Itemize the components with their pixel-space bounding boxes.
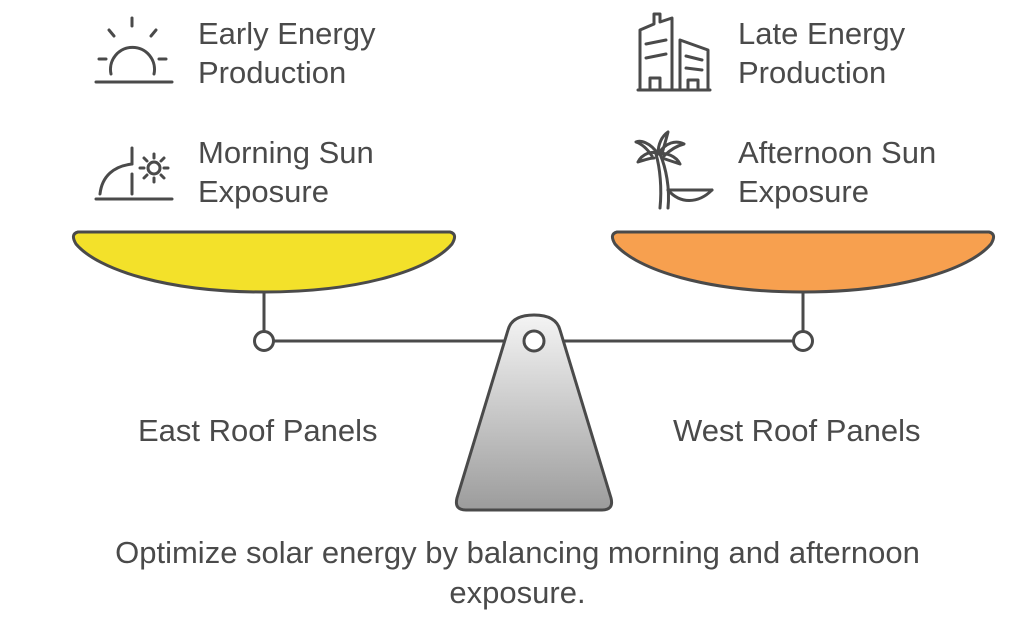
center-pivot <box>522 329 546 353</box>
late-energy-label: Late Energy Production <box>738 14 905 92</box>
caption-line2: exposure. <box>449 575 586 610</box>
left-pan <box>71 230 457 294</box>
fulcrum <box>454 313 614 512</box>
morning-sun-icon <box>94 146 174 201</box>
early-energy-line1: Early Energy <box>198 16 376 51</box>
east-roof-panels-label: East Roof Panels <box>138 413 378 448</box>
city-buildings-icon <box>636 12 712 92</box>
afternoon-sun-line1: Afternoon Sun <box>738 135 937 170</box>
palm-hammock-icon <box>634 130 714 210</box>
morning-sun-line2: Exposure <box>198 174 329 209</box>
morning-sun-line1: Morning Sun <box>198 135 374 170</box>
late-energy-line1: Late Energy <box>738 16 906 51</box>
left-pivot <box>253 330 275 352</box>
right-pan <box>610 230 996 294</box>
late-energy-line2: Production <box>738 55 887 90</box>
sunrise-icon <box>94 16 174 84</box>
caption-line1: Optimize solar energy by balancing morni… <box>115 535 920 570</box>
afternoon-sun-label: Afternoon Sun Exposure <box>738 133 936 211</box>
morning-sun-label: Morning Sun Exposure <box>198 133 374 211</box>
caption: Optimize solar energy by balancing morni… <box>0 533 1035 613</box>
early-energy-label: Early Energy Production <box>198 14 375 92</box>
right-pivot <box>792 330 814 352</box>
afternoon-sun-line2: Exposure <box>738 174 869 209</box>
early-energy-line2: Production <box>198 55 347 90</box>
west-roof-panels-label: West Roof Panels <box>673 413 921 448</box>
